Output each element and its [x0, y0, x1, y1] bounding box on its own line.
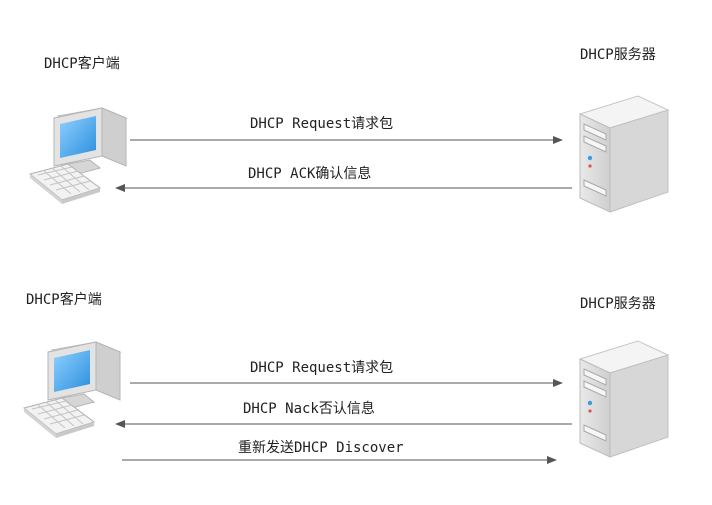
server-label: DHCP服务器	[580, 296, 656, 312]
message-label: DHCP Nack否认信息	[243, 401, 375, 417]
message-label: DHCP Request请求包	[250, 116, 394, 132]
client-label: DHCP客户端	[26, 292, 102, 308]
computer-icon	[29, 107, 127, 205]
message-label: DHCP ACK确认信息	[248, 166, 372, 182]
computer-icon	[23, 341, 121, 439]
server-icon	[579, 340, 669, 458]
client-label: DHCP客户端	[44, 56, 120, 72]
server-label: DHCP服务器	[580, 47, 656, 63]
server-icon	[579, 95, 669, 213]
message-label: 重新发送DHCP Discover	[238, 440, 404, 456]
message-label: DHCP Request请求包	[250, 360, 394, 376]
